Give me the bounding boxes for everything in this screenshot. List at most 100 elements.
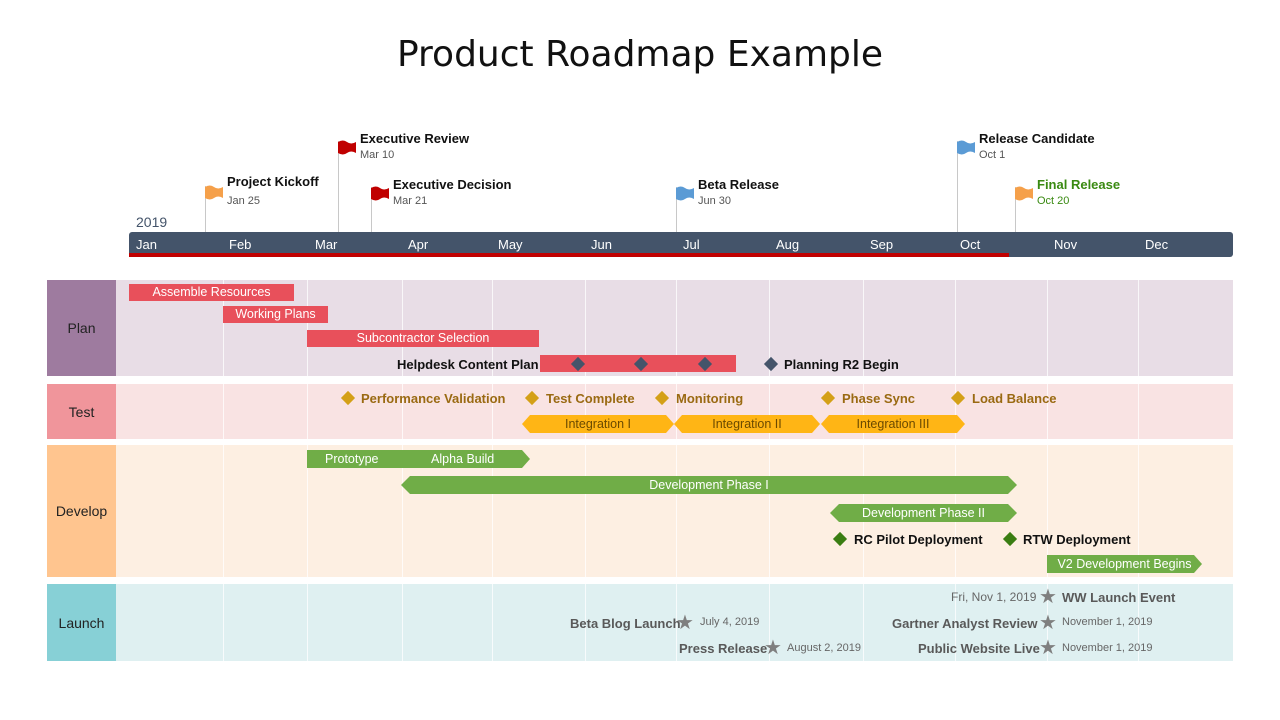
event-label: Gartner Analyst Review: [892, 616, 1038, 631]
star-icon[interactable]: ★: [764, 637, 782, 659]
month-label: Aug: [776, 237, 800, 252]
milestone-label: Test Complete: [546, 391, 635, 406]
month-label: Sep: [870, 237, 894, 252]
gridline: [585, 280, 586, 662]
task-bar[interactable]: Working Plans: [223, 306, 328, 323]
star-icon[interactable]: ★: [676, 612, 694, 634]
milestone-label: Phase Sync: [842, 391, 915, 406]
milestone-title: Beta Release: [698, 177, 779, 192]
lane-band-develop: [116, 445, 1233, 577]
milestone-stem: [371, 187, 372, 232]
milestone-title: Project Kickoff: [227, 174, 319, 189]
milestone-label: Planning R2 Begin: [784, 357, 899, 372]
event-date: Fri, Nov 1, 2019: [951, 590, 1037, 604]
flag-icon[interactable]: [1015, 186, 1033, 202]
task-arrow[interactable]: [1047, 555, 1202, 573]
event-label: Press Release: [679, 641, 768, 656]
milestone-stem: [676, 187, 677, 232]
milestone-title: Final Release: [1037, 177, 1121, 192]
lane-label-plan[interactable]: Plan: [47, 280, 116, 376]
gridline: [307, 280, 308, 662]
task-label: Development Phase I: [649, 478, 769, 492]
task-label: Development Phase II: [862, 506, 985, 520]
gridline: [769, 280, 770, 662]
lane-band-test: [116, 384, 1233, 439]
month-label: Oct: [960, 237, 981, 252]
event-date: November 1, 2019: [1062, 616, 1153, 628]
task-label: Helpdesk Content Plan: [397, 357, 539, 372]
milestone-title: Release Candidate: [979, 131, 1095, 146]
gridline: [223, 280, 224, 662]
flag-icon[interactable]: [957, 140, 975, 156]
flag-icon[interactable]: [205, 185, 223, 201]
month-label: Dec: [1145, 237, 1169, 252]
milestone-date: Oct 20: [1037, 195, 1070, 207]
phase-label: Integration II: [712, 417, 782, 431]
star-icon[interactable]: ★: [1039, 586, 1057, 608]
month-label: Jun: [591, 237, 612, 252]
gridline: [676, 280, 677, 662]
milestone-title: Executive Decision: [393, 177, 512, 192]
event-label: WW Launch Event: [1062, 590, 1176, 605]
milestone-label: Load Balance: [972, 391, 1057, 406]
milestone-stem: [205, 186, 206, 232]
milestone-label: RTW Deployment: [1023, 532, 1131, 547]
year-label: 2019: [136, 214, 168, 230]
month-label: Jan: [136, 237, 157, 252]
gridline: [1047, 280, 1048, 662]
milestone-date: Mar 21: [393, 195, 428, 207]
gridline: [492, 280, 493, 662]
event-date: November 1, 2019: [1062, 642, 1153, 654]
task-label: Alpha Build: [431, 452, 495, 466]
lane-label-launch[interactable]: Launch: [47, 584, 116, 661]
phase-arrow[interactable]: [522, 415, 674, 433]
phase-arrow[interactable]: [821, 415, 965, 433]
month-label: May: [498, 237, 523, 252]
month-label: Feb: [229, 237, 252, 252]
lane-label-test[interactable]: Test: [47, 384, 116, 439]
task-arrow[interactable]: [830, 504, 1017, 522]
milestone-stem: [338, 141, 339, 232]
task-bar[interactable]: Assemble Resources: [129, 284, 294, 301]
event-date: August 2, 2019: [787, 642, 862, 654]
event-label: Public Website Live: [918, 641, 1040, 656]
lane-band-launch: [116, 584, 1233, 661]
milestone-label: Performance Validation: [361, 391, 506, 406]
gridline: [402, 280, 403, 662]
task-bar[interactable]: Subcontractor Selection: [307, 330, 539, 347]
star-icon[interactable]: ★: [1039, 637, 1057, 659]
milestone-stem: [1015, 187, 1016, 232]
month-label: Jul: [683, 237, 700, 252]
page-title: Product Roadmap Example: [396, 34, 884, 75]
milestone-date: Jun 30: [698, 195, 732, 207]
lane-label-develop[interactable]: Develop: [47, 445, 116, 577]
phase-label: Integration III: [856, 417, 930, 431]
gridline: [863, 280, 864, 662]
milestone-date: Mar 10: [360, 149, 395, 161]
task-label: Prototype: [325, 452, 379, 466]
flag-icon[interactable]: [338, 140, 356, 156]
flag-icon[interactable]: [676, 186, 694, 202]
event-label: Beta Blog Launch: [570, 616, 681, 631]
timescale-bar: [129, 232, 1233, 257]
milestone-date: Oct 1: [979, 149, 1006, 161]
task-arrow[interactable]: [401, 476, 1017, 494]
star-icon[interactable]: ★: [1039, 612, 1057, 634]
gridline: [955, 280, 956, 662]
flag-icon[interactable]: [371, 186, 389, 202]
milestone-label: RC Pilot Deployment: [854, 532, 983, 547]
progress-line: [129, 253, 1009, 257]
milestone-label: Monitoring: [676, 391, 744, 406]
month-label: Apr: [408, 237, 429, 252]
gridline: [1138, 280, 1139, 662]
month-label: Nov: [1054, 237, 1078, 252]
month-label: Mar: [315, 237, 338, 252]
phase-arrow[interactable]: [674, 415, 820, 433]
task-arrow[interactable]: [307, 450, 530, 468]
milestone-date: Jan 25: [227, 195, 261, 207]
milestone-title: Executive Review: [360, 131, 470, 146]
task-label: V2 Development Begins: [1057, 557, 1192, 571]
phase-label: Integration I: [564, 417, 631, 431]
milestone-stem: [957, 141, 958, 232]
event-date: July 4, 2019: [700, 616, 760, 628]
